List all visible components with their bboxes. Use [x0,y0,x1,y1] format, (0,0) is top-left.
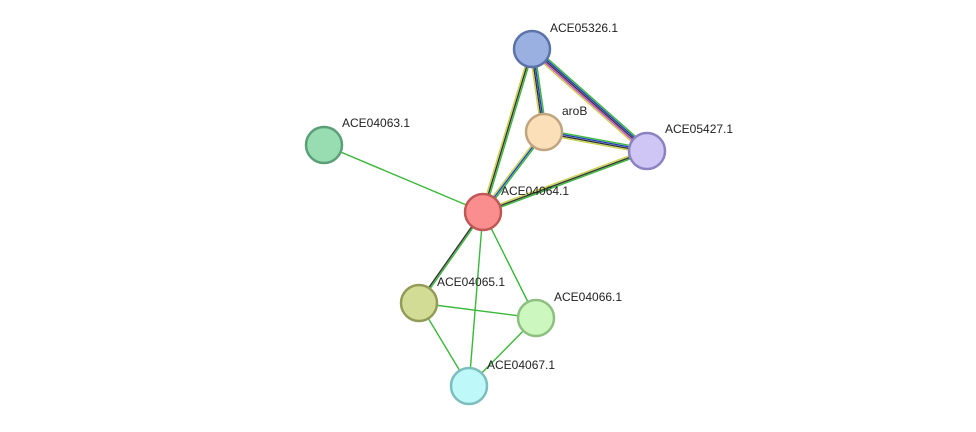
node-circle[interactable] [304,125,344,165]
edge-ACE05326-ACE05427[interactable] [529,46,650,154]
edge-evidence-line [530,49,647,153]
node-aroB[interactable]: aroB [524,104,587,152]
edge-ACE05326-ACE04064[interactable] [480,48,535,213]
node-label: ACE05427.1 [665,122,733,136]
node-label: ACE04065.1 [437,275,505,289]
node-circle[interactable] [524,112,564,152]
edge-evidence-line [418,302,537,319]
node-circle[interactable] [512,29,552,69]
edge-evidence-line [480,48,532,212]
edge-evidence-line [482,150,648,213]
node-circle[interactable] [449,366,489,406]
node-label: aroB [562,104,587,118]
edge-ACE05427-ACE04064[interactable] [482,148,648,215]
node-ACE05427[interactable]: ACE05427.1 [627,122,733,171]
edge-evidence-line [482,48,533,213]
node-ACE04063[interactable]: ACE04063.1 [304,116,410,165]
edge-evidence-line [482,211,537,319]
node-label: ACE04063.1 [342,116,410,130]
node-ACE05326[interactable]: ACE05326.1 [512,21,618,69]
edge-evidence-line [533,46,650,150]
edge-evidence-line [483,49,535,213]
edge-evidence-line [529,50,646,154]
node-label: ACE05326.1 [550,21,618,35]
node-circle[interactable] [463,192,503,232]
node-circle[interactable] [516,298,556,338]
edge-ACE04063-ACE04064[interactable] [323,144,484,213]
node-circle[interactable] [399,283,439,323]
node-ACE04064[interactable]: ACE04064.1 [463,184,569,232]
edge-evidence-line [323,144,484,213]
node-ACE04067[interactable]: ACE04067.1 [449,358,555,406]
edge-evidence-line [531,48,648,152]
node-label: ACE04066.1 [554,290,622,304]
node-ACE04065[interactable]: ACE04065.1 [399,275,505,323]
edge-ACE04064-ACE04066[interactable] [482,211,537,319]
node-ACE04066[interactable]: ACE04066.1 [516,290,622,338]
edge-ACE04064-ACE04067[interactable] [468,211,484,387]
node-circle[interactable] [627,131,667,171]
edge-evidence-line [468,211,484,387]
edge-ACE04065-ACE04066[interactable] [418,302,537,319]
edge-evidence-line [483,151,648,215]
node-label: ACE04064.1 [501,184,569,198]
node-layer: ACE05326.1 aroB ACE05427.1 ACE04063.1ACE040… [304,21,733,406]
node-label: ACE04067.1 [487,358,555,372]
edge-evidence-line [532,47,649,151]
edge-evidence-line [482,148,647,212]
